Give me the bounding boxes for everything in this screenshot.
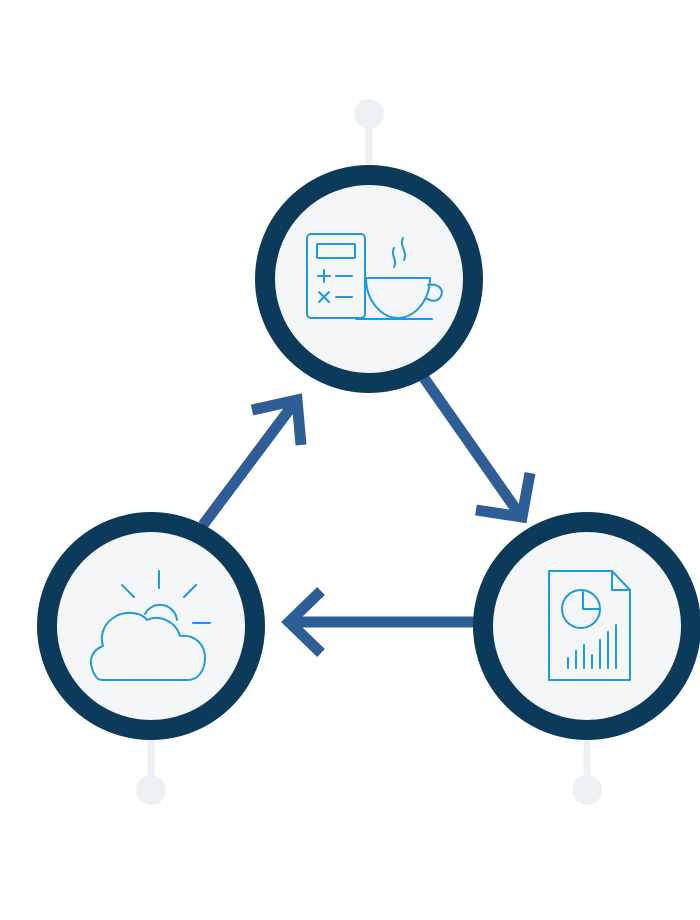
arrow-right-to-left [281,587,476,657]
node-right [473,512,700,740]
connector-left [136,731,166,805]
arrow-top-to-right [419,374,536,524]
node-top [255,165,483,393]
calculator-coffee-icon [306,233,443,320]
arrow-left-to-top [198,393,307,529]
node-left [37,512,265,740]
report-chart-icon [548,570,631,681]
connector-right [572,731,602,805]
connector-top [354,99,384,174]
cloud-sun-icon [89,570,211,681]
